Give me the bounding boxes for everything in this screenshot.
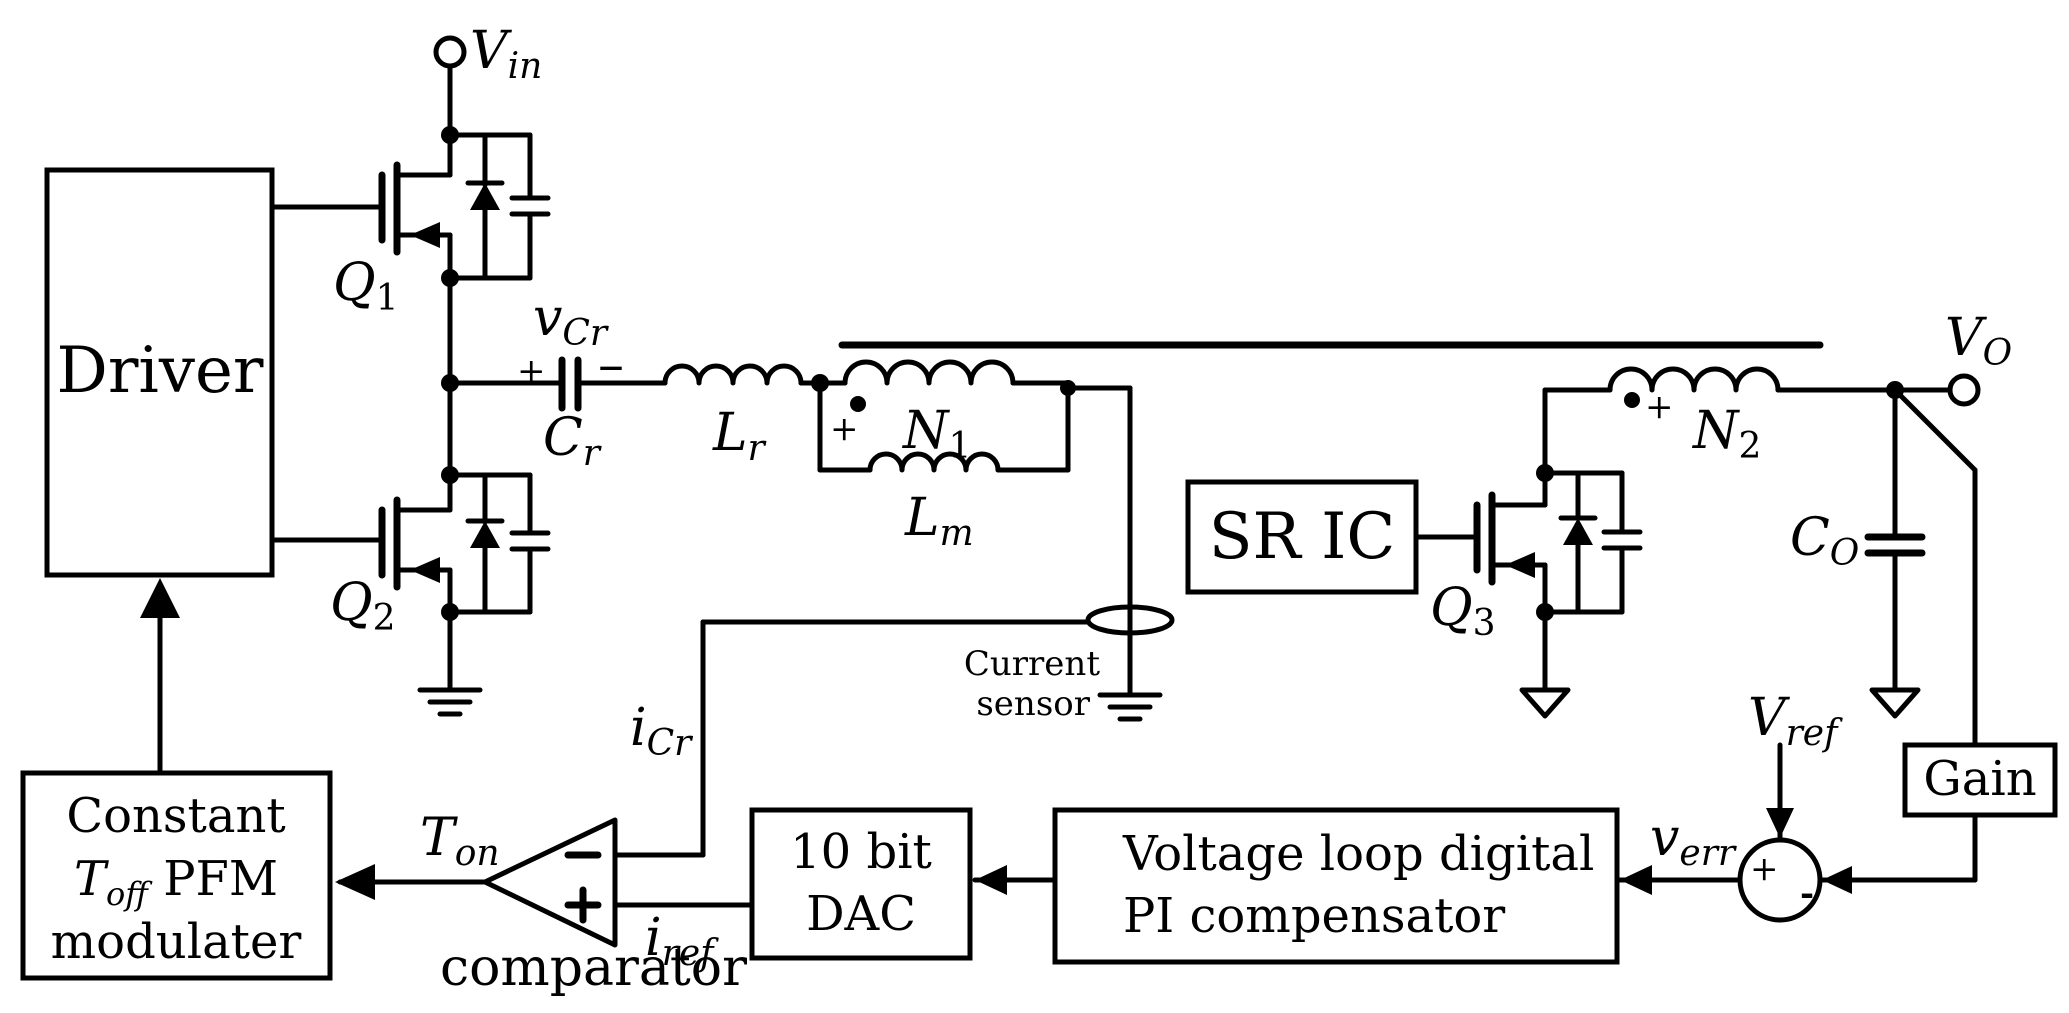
- gain-block: [1902, 742, 2058, 818]
- lm-inductor: [867, 451, 1001, 473]
- current-sensor-label-2: sensor: [976, 684, 1090, 724]
- pi-label-1: Voltage loop digital: [1122, 826, 1594, 882]
- n1-dot: [850, 396, 866, 412]
- n2-label: N2: [1691, 401, 1761, 467]
- q3-mosfet: [1473, 464, 1643, 719]
- sum-plus: +: [1750, 849, 1779, 889]
- sr-ic-label: SR IC: [1209, 500, 1396, 574]
- pfm-label-3: modulater: [51, 914, 302, 970]
- driver-label: Driver: [57, 334, 264, 408]
- q3-label: Q3: [1430, 578, 1496, 644]
- comparator-label: comparator: [440, 938, 747, 998]
- n2-winding: [1607, 366, 1781, 393]
- co-ground: [1869, 687, 1921, 719]
- iref-label: iref: [645, 908, 719, 974]
- q2-mosfet: [378, 466, 551, 717]
- q2-label: Q2: [330, 573, 396, 639]
- current-sensor-label-1: Current: [964, 644, 1100, 684]
- co-label: CO: [1790, 508, 1859, 574]
- lr-label: Lr: [712, 403, 767, 469]
- pi-compensator-block: [1052, 807, 1620, 965]
- dac-label-2: DAC: [806, 886, 916, 942]
- gain-label: Gain: [1923, 751, 2036, 807]
- dac-block: [749, 807, 973, 961]
- cr-plus: +: [517, 351, 546, 391]
- vin-terminal: [433, 35, 467, 138]
- vref-label: Vref: [1748, 688, 1843, 754]
- vcr-label: vCr: [533, 288, 609, 354]
- pfm-modulator-block: [20, 770, 333, 981]
- vo-terminal: [1947, 373, 1981, 407]
- pfm-label-2: Toff PFM: [74, 851, 278, 913]
- vin-label: Vin: [470, 21, 542, 87]
- verr-label: verr: [1650, 808, 1737, 874]
- sum-minus: -: [1800, 874, 1814, 914]
- n2-plus: +: [1645, 387, 1674, 427]
- driver-block: [44, 167, 275, 578]
- icr-label: iCr: [630, 698, 693, 764]
- n1-label: N1: [901, 401, 971, 467]
- q1-mosfet: [378, 126, 551, 287]
- pi-label-2: PI compensator: [1123, 888, 1505, 944]
- n2-dot: [1624, 392, 1640, 408]
- lr-inductor: [662, 363, 804, 386]
- dac-label-1: 10 bit: [790, 824, 932, 880]
- n1-plus: +: [830, 409, 859, 449]
- n1-winding: [842, 359, 1016, 386]
- lm-label: Lm: [904, 488, 974, 554]
- vo-label: VO: [1945, 308, 2012, 374]
- q1-label: Q1: [333, 253, 399, 319]
- cr-minus: –: [598, 335, 624, 395]
- pfm-label-1: Constant: [66, 788, 285, 844]
- comparator: [482, 817, 618, 948]
- ton-label: Ton: [420, 808, 500, 874]
- cr-label: Cr: [543, 408, 602, 474]
